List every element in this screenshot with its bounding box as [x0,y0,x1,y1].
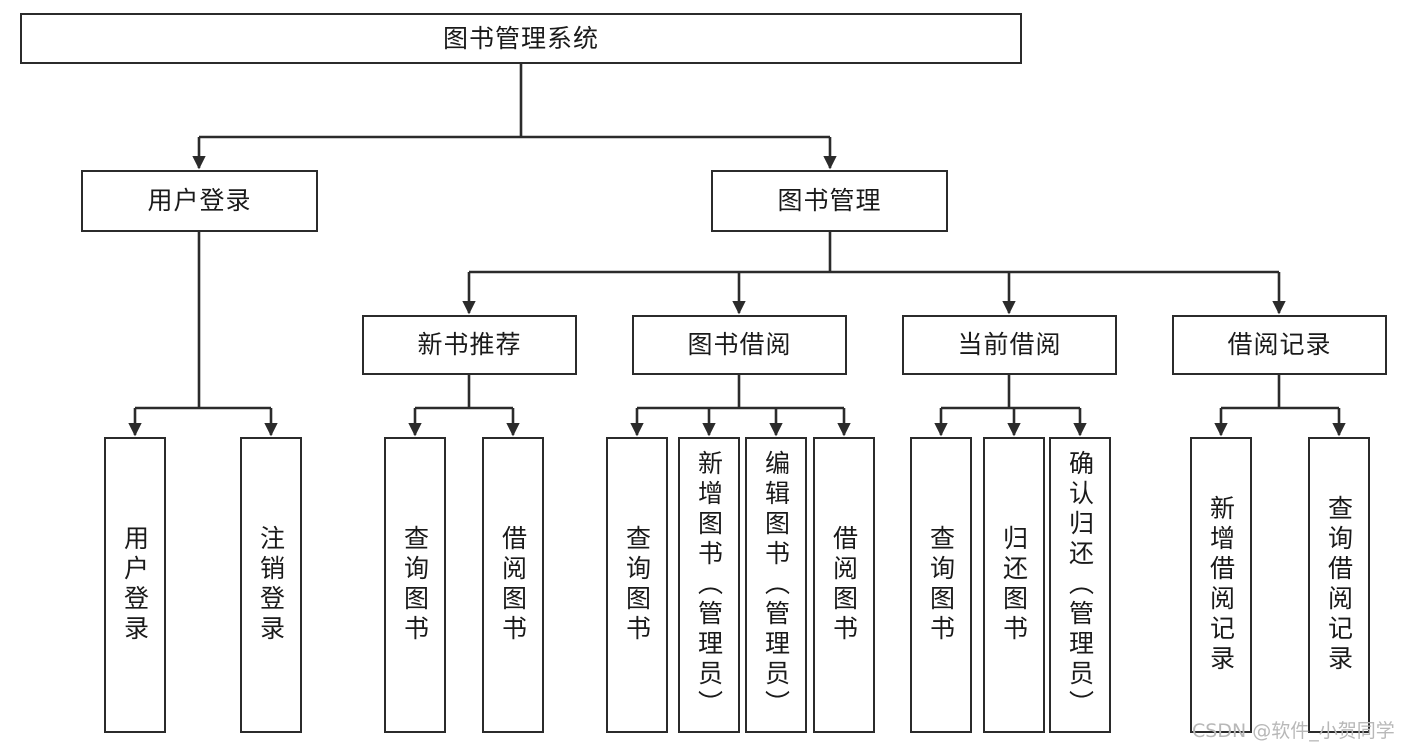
node-user-login[interactable]: 用户登录 [81,170,318,232]
node-label: 编辑图书（管理员） [761,450,791,720]
node-label: 图书借阅 [687,330,792,360]
node-book-borrow[interactable]: 图书借阅 [632,315,847,375]
leaf-query-borrow-record[interactable]: 查询借阅记录 [1308,437,1370,733]
leaf-query-book-borrow[interactable]: 查询图书 [606,437,668,733]
node-current-borrow[interactable]: 当前借阅 [902,315,1117,375]
node-borrow-record[interactable]: 借阅记录 [1172,315,1387,375]
node-label: 借阅记录 [1227,330,1332,360]
leaf-user-logout[interactable]: 注销登录 [240,437,302,733]
leaf-add-book-admin[interactable]: 新增图书（管理员） [678,437,740,733]
node-label: 注销登录 [256,525,286,645]
node-root-system[interactable]: 图书管理系统 [20,13,1022,64]
node-label: 查询图书 [400,525,430,645]
node-label: 图书管理 [777,186,882,216]
leaf-lend-book[interactable]: 借阅图书 [813,437,875,733]
leaf-edit-book-admin[interactable]: 编辑图书（管理员） [745,437,807,733]
leaf-confirm-return-admin[interactable]: 确认归还（管理员） [1049,437,1111,733]
node-label: 查询图书 [622,525,652,645]
node-book-management[interactable]: 图书管理 [711,170,948,232]
node-label: 新增借阅记录 [1206,495,1236,675]
node-label: 图书管理系统 [442,23,599,53]
leaf-query-book-newbook[interactable]: 查询图书 [384,437,446,733]
leaf-user-login[interactable]: 用户登录 [104,437,166,733]
node-label: 当前借阅 [957,330,1062,360]
node-label: 归还图书 [999,525,1029,645]
node-label: 新书推荐 [417,330,522,360]
node-label: 借阅图书 [498,525,528,645]
leaf-borrow-book-newbook[interactable]: 借阅图书 [482,437,544,733]
leaf-add-borrow-record[interactable]: 新增借阅记录 [1190,437,1252,733]
node-label: 新增图书（管理员） [694,450,724,720]
node-label: 查询借阅记录 [1324,495,1354,675]
node-label: 借阅图书 [829,525,859,645]
node-label: 确认归还（管理员） [1065,450,1095,720]
leaf-query-book-current[interactable]: 查询图书 [910,437,972,733]
csdn-watermark: CSDN @软件_小贺同学 [1192,720,1395,742]
node-label: 用户登录 [147,186,252,216]
leaf-return-book[interactable]: 归还图书 [983,437,1045,733]
node-label: 查询图书 [926,525,956,645]
node-new-book-recommend[interactable]: 新书推荐 [362,315,577,375]
node-label: 用户登录 [120,525,150,645]
